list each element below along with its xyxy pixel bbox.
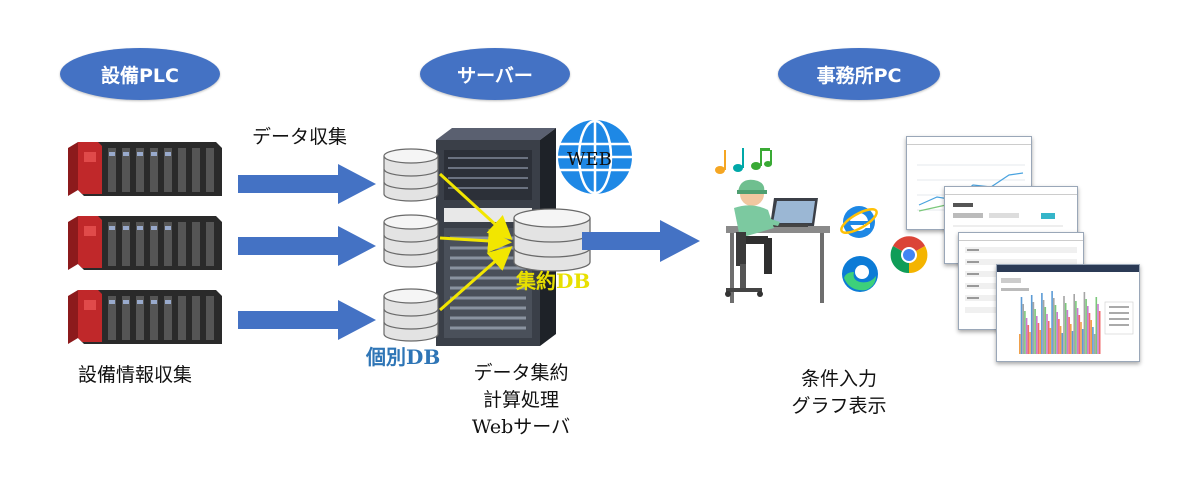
arrow-plc-to-db <box>238 226 376 266</box>
mini-chart-bar <box>1087 306 1089 354</box>
individual-db-cylinder <box>383 148 439 202</box>
arrow-plc-to-db <box>238 300 376 340</box>
mini-bar-chart <box>997 272 1139 360</box>
plc-unit <box>68 290 222 344</box>
mini-chart-bar <box>1025 318 1028 354</box>
header-plc: 設備PLC <box>60 48 220 100</box>
role-graph-display: グラフ表示 <box>791 395 887 417</box>
role-calculation: 計算処理 <box>482 389 559 411</box>
mini-chart-bar <box>1032 302 1035 354</box>
mini-chart-bar <box>1061 333 1064 354</box>
mini-chart-bar <box>1058 319 1060 354</box>
mini-chart-bar <box>1020 297 1023 354</box>
mini-chart-bar <box>1075 301 1077 354</box>
app-screenshot-window <box>996 264 1140 362</box>
mini-chart-bar <box>1064 303 1067 354</box>
individual-db-cylinder <box>383 288 439 342</box>
mini-chart-bar <box>1027 325 1030 354</box>
server-roles-label: データ集約 計算処理 Webサーバ <box>456 360 586 441</box>
aggregate-db-cylinder <box>513 208 591 272</box>
mini-chart-bar <box>1063 296 1065 354</box>
mini-chart-bar <box>1019 334 1021 354</box>
role-condition-input: 条件入力 <box>800 368 877 390</box>
mini-chart-bar <box>1034 309 1036 354</box>
mini-chart-bar <box>1076 308 1079 354</box>
mini-chart-bar <box>1092 327 1094 354</box>
mini-chart-bar <box>1029 332 1031 354</box>
mini-chart-bar <box>1024 311 1026 354</box>
chrome-browser-icon <box>890 236 928 274</box>
mini-chart-bar <box>1070 324 1072 354</box>
music-notes-icon <box>715 148 772 174</box>
arrow-plc-to-db <box>238 164 376 204</box>
mini-chart-bar <box>1042 300 1045 354</box>
mini-chart-bar <box>1081 329 1084 354</box>
mini-chart-bar <box>1044 307 1047 354</box>
mini-form <box>953 203 1063 227</box>
mini-chart-bar <box>1030 295 1033 354</box>
mini-chart-bar <box>1078 315 1081 354</box>
mini-chart-bar <box>1090 320 1092 354</box>
mini-chart-bar <box>1047 321 1050 354</box>
mini-chart-bar <box>1068 317 1070 354</box>
mini-chart-bar <box>1073 294 1075 354</box>
mini-chart-bar <box>1093 334 1096 354</box>
mini-chart-bars <box>1019 291 1101 354</box>
equipment-info-label: 設備情報収集 <box>78 364 193 386</box>
plc-unit <box>68 216 222 270</box>
plc-unit <box>68 142 222 196</box>
data-collection-label: データ収集 <box>252 126 348 148</box>
mini-chart-bar <box>1056 312 1058 354</box>
mini-chart-bar <box>1098 311 1101 354</box>
header-office-text: 事務所PC <box>816 64 902 87</box>
individual-db-cylinder <box>383 214 439 268</box>
header-plc-text: 設備PLC <box>101 64 179 87</box>
mini-chart-bar <box>1053 298 1055 354</box>
header-office-pc: 事務所PC <box>778 48 940 100</box>
mini-chart-bar <box>1041 293 1043 354</box>
mini-chart-bar <box>1036 316 1038 354</box>
worker-at-desk <box>725 179 830 303</box>
mini-chart-bar <box>1022 304 1024 354</box>
mini-chart-bar <box>1046 314 1048 354</box>
individual-db-label: 個別DB <box>366 345 441 369</box>
aggregate-arrows <box>438 172 513 312</box>
mini-chart-bar <box>1080 322 1082 354</box>
mini-chart-bar <box>1083 292 1086 354</box>
mini-chart-bar <box>1039 330 1041 354</box>
pc-roles-label: 条件入力 グラフ表示 <box>784 366 894 420</box>
header-server-text: サーバー <box>457 64 533 87</box>
arrow-server-to-pc <box>582 220 700 262</box>
mini-chart-bar <box>1097 304 1099 354</box>
mini-chart-bar <box>1088 313 1091 354</box>
mini-chart-bar <box>1059 326 1062 354</box>
mini-chart-bar <box>1049 328 1052 354</box>
web-label: WEB <box>567 149 612 170</box>
mini-chart-bar <box>1095 297 1098 354</box>
mini-chart-bar <box>1051 291 1053 354</box>
role-web-server: Webサーバ <box>471 416 571 438</box>
header-server: サーバー <box>420 48 570 100</box>
role-data-aggregation: データ集約 <box>473 362 569 384</box>
mini-chart-bar <box>1066 310 1069 354</box>
edge-browser-icon <box>842 256 878 292</box>
mini-chart-bar <box>1037 323 1040 354</box>
mini-chart-bar <box>1054 305 1057 354</box>
globe-icon <box>558 119 632 195</box>
aggregate-db-label: 集約DB <box>516 269 591 293</box>
mini-chart-bar <box>1085 299 1087 354</box>
mini-chart-bar <box>1071 331 1074 354</box>
ie-browser-icon <box>840 206 878 238</box>
